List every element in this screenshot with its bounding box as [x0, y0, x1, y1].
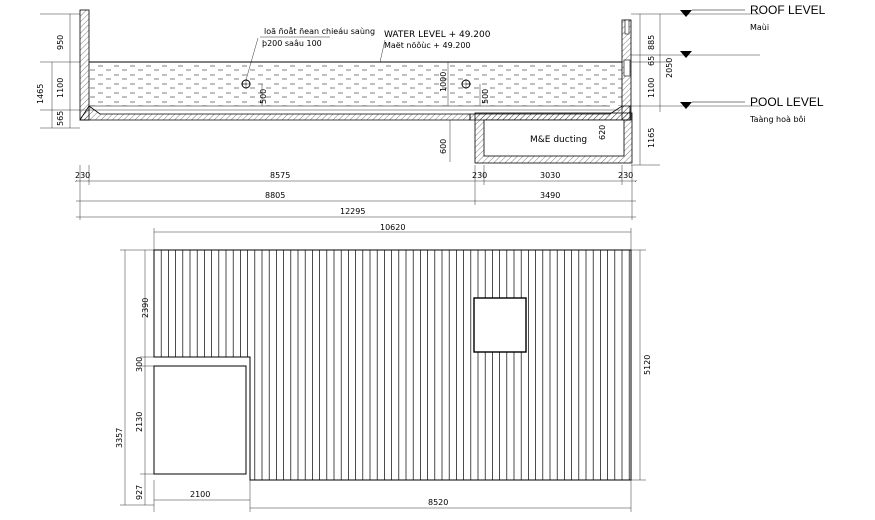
svg-text:565: 565	[56, 111, 65, 126]
svg-text:2390: 2390	[141, 298, 150, 318]
svg-text:65: 65	[647, 56, 656, 66]
drain-2	[461, 79, 471, 89]
svg-text:2130: 2130	[135, 412, 144, 432]
plan-right-dim: 5120	[643, 355, 652, 375]
water-level-sub: Maët nöôùc + 49.200	[384, 40, 471, 50]
left-wall	[79, 9, 90, 121]
svg-text:8805: 8805	[265, 191, 285, 200]
svg-text:8575: 8575	[270, 171, 290, 180]
svg-text:1100: 1100	[647, 78, 656, 98]
deck-planks	[160, 250, 630, 480]
svg-text:927: 927	[135, 485, 144, 500]
svg-text:500: 500	[259, 89, 268, 104]
drain-note-2: þ200 saâu 100	[262, 39, 322, 48]
water-level-label: WATER LEVEL + 49.200	[384, 30, 491, 40]
svg-text:230: 230	[75, 171, 90, 180]
pool-floor	[79, 105, 471, 121]
svg-text:230: 230	[618, 171, 633, 180]
pool-plan: 10620 5120 2390 300 2130 3357 927 2100 8…	[115, 223, 652, 512]
svg-text:1165: 1165	[647, 128, 656, 148]
pool-level-marker: POOL LEVEL Taàng hoà bôi	[680, 95, 824, 124]
svg-text:1465: 1465	[36, 84, 45, 104]
svg-text:620: 620	[598, 125, 607, 140]
svg-text:3357: 3357	[115, 428, 124, 448]
drain-note-1: loã ñoåt ñean chieáu saùng	[264, 26, 375, 36]
plan-top-dim: 10620	[380, 223, 405, 232]
svg-text:3490: 3490	[540, 191, 560, 200]
svg-text:2050: 2050	[665, 58, 674, 78]
pool-level-label: POOL LEVEL	[750, 95, 824, 109]
svg-text:950: 950	[56, 35, 65, 50]
svg-text:500: 500	[481, 89, 490, 104]
mid-level-marker	[680, 51, 692, 58]
svg-text:3030: 3030	[540, 171, 560, 180]
svg-text:1000: 1000	[439, 72, 448, 92]
roof-level-sub: Maùi	[750, 23, 769, 32]
roof-level-label: ROOF LEVEL	[750, 3, 826, 17]
water-body	[89, 62, 622, 106]
total-length: 12295	[340, 207, 365, 216]
svg-text:300: 300	[135, 357, 144, 372]
svg-text:230: 230	[472, 171, 487, 180]
horizontal-dims: 230 8575 230 3030 230 8805 3490 12295	[75, 165, 636, 220]
pool-section: M&E ducting loã ñoåt ñean chieáu saùng þ…	[36, 3, 826, 220]
roof-level-marker: ROOF LEVEL Maùi	[680, 3, 826, 32]
plan-opening	[473, 297, 527, 353]
pool-level-sub: Taàng hoà bôi	[749, 114, 806, 124]
plan-bottom-right-dim: 8520	[428, 498, 448, 507]
svg-text:1100: 1100	[56, 78, 65, 98]
plan-lower-left-area	[153, 365, 247, 475]
me-duct	[483, 119, 625, 157]
svg-text:885: 885	[647, 35, 656, 50]
me-ducting-label: M&E ducting	[530, 135, 587, 145]
svg-text:600: 600	[439, 139, 448, 154]
plan-outline	[153, 249, 632, 481]
plan-bottom-left-dim: 2100	[190, 490, 210, 499]
